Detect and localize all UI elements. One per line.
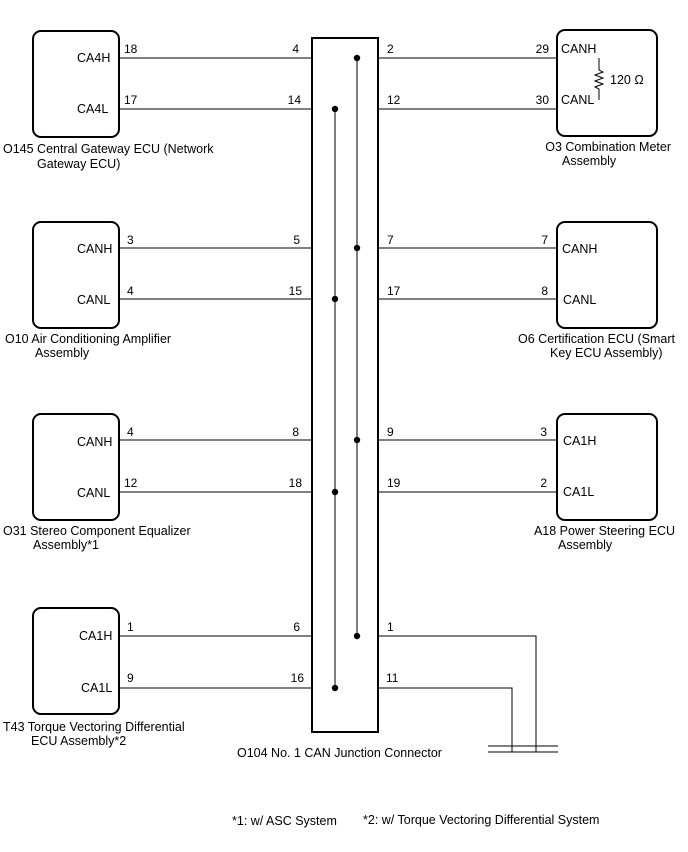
open-wire-high: [378, 635, 537, 752]
junction-pin: 9: [387, 425, 394, 439]
junction-pin: 14: [288, 93, 302, 107]
torque-signal-l: CA1L: [81, 681, 112, 695]
ecu-pin: 29: [536, 42, 550, 56]
ecu-pin: 1: [127, 620, 134, 634]
ecu-caption: ECU Assembly*2: [31, 734, 126, 748]
meter-signal-l: CANL: [561, 93, 594, 107]
air-conditioning-amplifier-box: [32, 221, 120, 329]
ecu-caption: O3 Combination Meter: [545, 140, 671, 154]
ac-signal-h: CANH: [77, 242, 112, 256]
junction-pin: 19: [387, 476, 401, 490]
splice-dot: [331, 488, 339, 496]
combination-meter-box: [556, 29, 658, 137]
cert-signal-h: CANH: [562, 242, 597, 256]
ecu-caption: Gateway ECU): [37, 157, 120, 171]
stereo-signal-l: CANL: [77, 486, 110, 500]
stereo-signal-h: CANH: [77, 435, 112, 449]
junction-pin: 11: [386, 671, 399, 685]
junction-caption: O104 No. 1 CAN Junction Connector: [237, 746, 442, 760]
ecu-caption: O10 Air Conditioning Amplifier: [5, 332, 171, 346]
ecu-pin: 30: [536, 93, 550, 107]
steering-signal-h: CA1H: [563, 434, 596, 448]
ecu-caption: O145 Central Gateway ECU (Network: [3, 142, 214, 156]
splice-dot: [353, 632, 361, 640]
ecu-caption: T43 Torque Vectoring Differential: [3, 720, 185, 734]
splice-dot: [331, 105, 339, 113]
steering-signal-l: CA1L: [563, 485, 594, 499]
ecu-pin: 7: [541, 233, 548, 247]
terminating-resistor: [593, 58, 605, 100]
torque-vectoring-ecu-box: [32, 607, 120, 715]
resistor-value: 120 Ω: [610, 73, 644, 87]
ecu-caption: A18 Power Steering ECU: [534, 524, 675, 538]
ecu-caption: Key ECU Assembly): [550, 346, 663, 360]
ecu-pin: 8: [541, 284, 548, 298]
open-wire-low: [378, 687, 513, 752]
junction-pin: 2: [387, 42, 394, 56]
central-gateway-ecu-box: [32, 30, 120, 138]
ecu-pin: 4: [127, 425, 134, 439]
ecu-pin: 3: [127, 233, 134, 247]
ecu-pin: 3: [540, 425, 547, 439]
ecu-pin: 18: [124, 42, 138, 56]
ecu-caption: Assembly: [35, 346, 90, 360]
splice-dot: [353, 244, 361, 252]
ecu-pin: 2: [540, 476, 547, 490]
ecu-pin: 17: [124, 93, 138, 107]
cgw-signal-l: CA4L: [77, 102, 108, 116]
footnote-torque-vectoring: *2: w/ Torque Vectoring Differential Sys…: [363, 813, 599, 827]
ac-signal-l: CANL: [77, 293, 110, 307]
junction-pin: 17: [387, 284, 401, 298]
meter-signal-h: CANH: [561, 42, 596, 56]
ecu-pin: 9: [127, 671, 134, 685]
junction-connector-body: [311, 37, 379, 733]
ecu-caption: Assembly*1: [33, 538, 99, 552]
junction-pin: 18: [289, 476, 303, 490]
junction-pin: 7: [387, 233, 394, 247]
splice-dot: [353, 436, 361, 444]
ecu-pin: 4: [127, 284, 134, 298]
ecu-caption: O6 Certification ECU (Smart: [518, 332, 676, 346]
torque-signal-h: CA1H: [79, 629, 112, 643]
ecu-caption: Assembly: [558, 538, 613, 552]
junction-pin: 16: [291, 671, 305, 685]
splice-dot: [331, 684, 339, 692]
splice-dot: [353, 54, 361, 62]
junction-pin: 1: [387, 620, 394, 634]
junction-pin: 4: [292, 42, 299, 56]
junction-pin: 12: [387, 93, 401, 107]
junction-pin: 15: [289, 284, 303, 298]
stereo-component-equalizer-box: [32, 413, 120, 521]
certification-ecu-box: [556, 221, 658, 329]
ecu-caption: O31 Stereo Component Equalizer: [3, 524, 191, 538]
splice-dot: [331, 295, 339, 303]
junction-pin: 6: [293, 620, 300, 634]
ecu-caption: Assembly: [562, 154, 617, 168]
junction-pin: 8: [292, 425, 299, 439]
junction-pin: 5: [293, 233, 300, 247]
cert-signal-l: CANL: [563, 293, 596, 307]
power-steering-ecu-box: [556, 413, 658, 521]
footnote-asc: *1: w/ ASC System: [232, 814, 337, 828]
ecu-pin: 12: [124, 476, 138, 490]
cgw-signal-h: CA4H: [77, 51, 110, 65]
